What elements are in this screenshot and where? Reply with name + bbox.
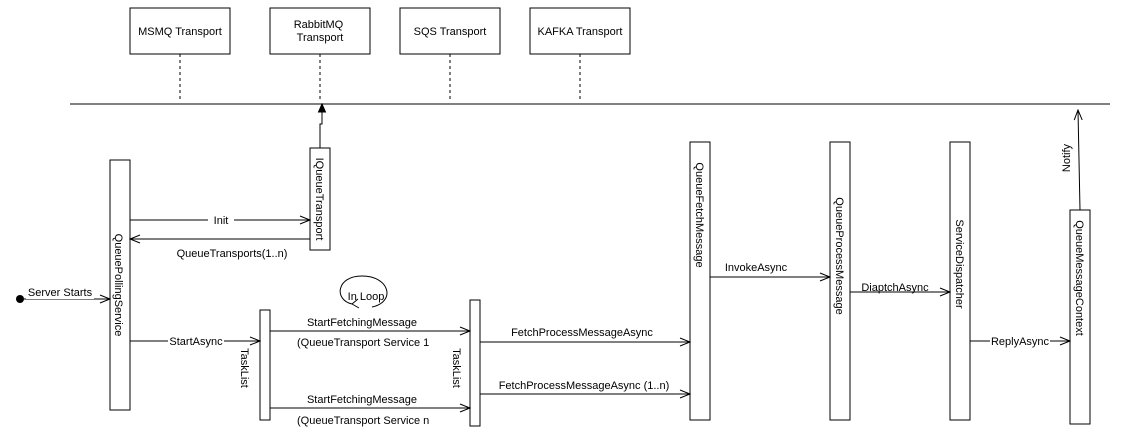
message-label: DiaptchAsync [861, 282, 929, 294]
message-label: FetchProcessMessageAsync (1..n) [499, 380, 670, 392]
transport-msmq: MSMQ Transport [129, 7, 231, 55]
participant-label: QueuePollingService [112, 234, 124, 337]
participant-label: IQueueTransport [313, 158, 325, 241]
activation-queue-polling-service [109, 159, 131, 411]
message-label: FetchProcessMessageAsync [511, 327, 653, 339]
message-label: Init [214, 215, 229, 227]
activation-service-dispatcher [949, 141, 971, 421]
transport-label: SQS Transport [414, 26, 487, 38]
message-label: StartFetchingMessage [307, 317, 417, 329]
transport-connect-arrow [320, 104, 322, 148]
notify-arrow [1078, 110, 1080, 211]
participant-label: QueueProcessMessage [833, 197, 845, 314]
transport-kafka: KAFKA Transport [529, 7, 631, 55]
message-label: (QueueTransport Service 1 [297, 337, 429, 349]
start-dot [16, 295, 24, 303]
transport-label: MSMQ Transport [138, 26, 222, 38]
message-label: InvokeAsync [725, 262, 788, 274]
message-label: (QueueTransport Service n [297, 415, 429, 427]
message-label: StartAsync [169, 336, 223, 348]
message-label: In Loop [348, 291, 385, 303]
message-label: Server Starts [28, 287, 93, 299]
participant-label: QueueMessageContext [1073, 220, 1085, 336]
participant-label: TaskList [450, 348, 462, 388]
message-label: QueueTransports(1..n) [177, 248, 288, 260]
in-loop-self-arrow [339, 275, 388, 308]
message-label: Notify [1061, 143, 1073, 172]
message-label: StartFetchingMessage [307, 394, 417, 406]
transport-label: RabbitMQ Transport [294, 19, 347, 44]
in-loop-arrowhead [351, 298, 360, 309]
participant-label: ServiceDispatcher [953, 219, 965, 309]
activation-task-list-2 [469, 299, 481, 427]
transport-rabbitmq: RabbitMQ Transport [269, 7, 371, 55]
transport-label: KAFKA Transport [538, 26, 623, 38]
participant-label: QueueFetchMessage [693, 162, 705, 267]
activation-queue-fetch-message [689, 141, 711, 421]
activation-task-list-1 [259, 309, 271, 421]
participant-label: TaskList [238, 348, 250, 388]
transport-sqs: SQS Transport [399, 7, 501, 55]
message-label: ReplyAsync [991, 336, 1050, 348]
